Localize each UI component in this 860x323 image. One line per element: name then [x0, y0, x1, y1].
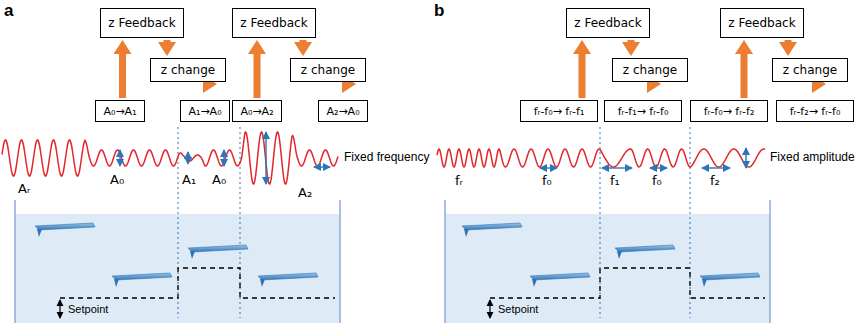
change-box: z change [290, 58, 366, 82]
feedback-arrow [785, 40, 792, 42]
transition-box: fᵣ-f₀→ fᵣ-f₁ [520, 100, 598, 122]
box-text: z Feedback [108, 16, 175, 30]
feedback-box: z Feedback [232, 8, 316, 38]
period-arrow [650, 167, 667, 168]
cantilever [112, 273, 172, 287]
box-text: z change [783, 63, 837, 77]
amplitude-wave [2, 132, 338, 184]
setpoint-label: Setpoint [68, 303, 108, 315]
feedback-arrow [741, 54, 748, 98]
height-profile [60, 268, 335, 298]
transition-box: A₀→A₂ [232, 100, 282, 122]
feedback-arrow [164, 40, 171, 42]
amplitude-label: A₁ [182, 173, 196, 187]
box-text: z change [301, 63, 355, 77]
frequency-wave [437, 149, 765, 167]
amplitude-arrow [187, 152, 188, 164]
cantilever [700, 273, 760, 287]
feedback-box: z Feedback [720, 8, 804, 38]
feedback-box: z Feedback [100, 8, 184, 38]
setpoint-arrow [489, 300, 490, 318]
change-box: z change [772, 58, 848, 82]
box-text: A₂→A₀ [326, 105, 359, 118]
water [445, 214, 770, 323]
transition-box: A₂→A₀ [318, 100, 368, 122]
box-text: z Feedback [240, 16, 307, 30]
divider-line [178, 127, 690, 318]
frequency-label: f₁ [610, 174, 620, 188]
setpoint-arrow [59, 300, 60, 318]
feedback-arrow [579, 54, 586, 98]
mode-label: Fixed amplitude [770, 151, 855, 164]
frequency-label: f₂ [710, 174, 720, 188]
tank-wall [445, 200, 770, 323]
box-text: A₀→A₁ [103, 105, 136, 118]
cantilever [530, 273, 590, 287]
feedback-arrow [628, 40, 635, 42]
period-arrow [702, 167, 730, 168]
water [15, 214, 340, 323]
cantilever [615, 245, 675, 259]
feedback-arrow [254, 54, 261, 98]
transition-box: fᵣ-f₀→ fᵣ-f₂ [690, 100, 768, 122]
box-text: fᵣ-f₀→ fᵣ-f₂ [704, 105, 755, 118]
transition-box: A₀→A₁ [95, 100, 145, 122]
period-arrows [540, 148, 746, 168]
box-text: A₁→A₀ [188, 105, 221, 118]
setpoint-label: Setpoint [498, 303, 538, 315]
cantilever [35, 223, 95, 237]
amplitude-arrow [119, 150, 120, 166]
feedback-box: z Feedback [566, 8, 650, 38]
cantilever [258, 273, 318, 287]
amplitude-arrow [745, 148, 746, 168]
period-arrow [540, 167, 557, 168]
feedback-arrow [300, 40, 307, 42]
cantilever [462, 223, 522, 237]
transition-box: fᵣ-f₁→ fᵣ-f₀ [604, 100, 682, 122]
box-text: z change [161, 63, 215, 77]
amplitude-label: Aᵣ [18, 182, 30, 196]
amplitude-arrow [223, 150, 224, 166]
change-box: z change [150, 58, 226, 82]
amplitude-arrow [265, 132, 266, 184]
transition-box: A₁→A₀ [180, 100, 230, 122]
panel-letter: b [434, 2, 444, 21]
height-profile [490, 268, 765, 298]
box-text: fᵣ-f₀→ fᵣ-f₁ [534, 105, 585, 118]
period-arrow [602, 167, 632, 168]
box-text: z Feedback [728, 16, 795, 30]
box-text: z change [623, 63, 677, 77]
amplitude-label: A₀ [110, 173, 124, 187]
panel-letter: a [4, 2, 13, 21]
box-text: A₀→A₂ [240, 105, 273, 118]
feedback-arrow [119, 54, 126, 98]
box-text: fᵣ-f₁→ fᵣ-f₀ [618, 105, 669, 118]
box-text: fᵣ-f₂→ fᵣ-f₀ [790, 105, 841, 118]
frequency-label: f₀ [652, 174, 662, 188]
period-arrow [314, 166, 330, 167]
frequency-label: fᵣ [455, 174, 463, 188]
cantilever [188, 245, 248, 259]
mode-label: Fixed frequency [344, 151, 429, 164]
change-box: z change [612, 58, 688, 82]
amplitude-label: A₂ [298, 186, 312, 200]
transition-box: fᵣ-f₂→ fᵣ-f₀ [776, 100, 854, 122]
amplitude-label: A₀ [212, 173, 226, 187]
box-text: z Feedback [574, 16, 641, 30]
frequency-label: f₀ [542, 174, 552, 188]
